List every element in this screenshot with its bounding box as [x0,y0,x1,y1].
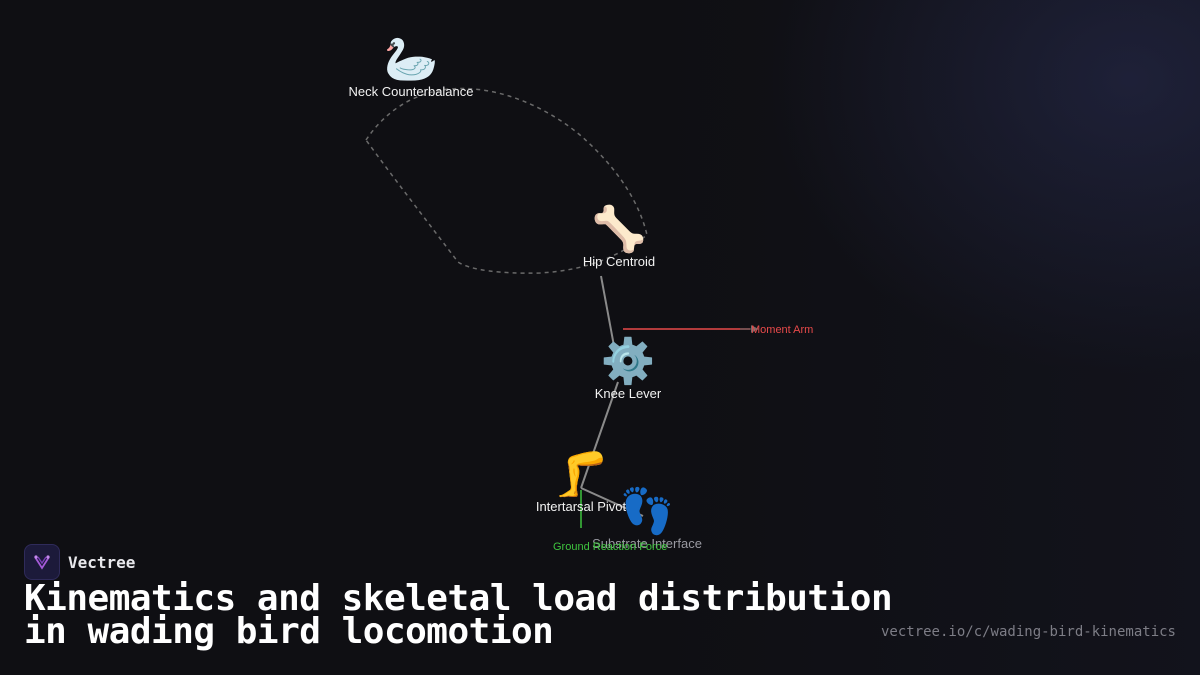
node-label: Knee Lever [594,386,662,401]
link-knee-intertarsal [580,381,619,489]
node-hip-centroid[interactable]: 🦴 Hip Centroid [582,205,656,270]
link-hip-knee [600,275,615,347]
moment-arm-label: Moment Arm [751,324,814,336]
node-substrate-interface[interactable]: 👣 Substrate Interface [592,487,702,552]
node-label: Neck Counterbalance [348,84,474,99]
gear-icon: ⚙️ [600,337,656,386]
ground-reaction-force-label: Ground Reaction Force [553,541,668,553]
link-intertarsal-substrate [580,487,644,517]
node-label: Hip Centroid [582,254,656,269]
leg-icon: 🦵 [553,450,609,499]
page-title: Kinematics and skeletal load distributio… [24,578,893,652]
brand: Vectree [24,544,135,580]
source-url[interactable]: vectree.io/c/wading-bird-kinematics [880,624,1176,640]
bone-icon: 🦴 [591,205,647,254]
node-label: Substrate Interface [592,536,702,551]
node-label: Intertarsal Pivot [535,499,627,514]
footprints-icon: 👣 [619,487,675,536]
vectree-logo-icon [24,544,60,580]
node-knee-lever[interactable]: ⚙️ Knee Lever [594,337,662,402]
neck-counterbalance-loop [365,87,648,274]
brand-name: Vectree [68,552,136,572]
node-intertarsal-pivot[interactable]: 🦵 Intertarsal Pivot [535,450,627,515]
node-neck-counterbalance[interactable]: 🦢 Neck Counterbalance [348,35,474,100]
swan-icon: 🦢 [383,35,439,84]
